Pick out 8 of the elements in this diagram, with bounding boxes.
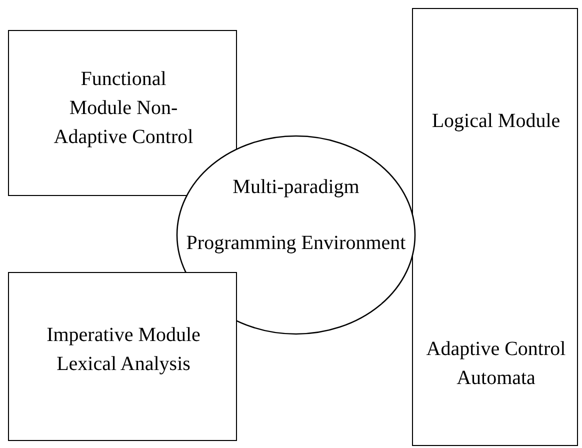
- node-text: Functional Module Non-Adaptive Control: [52, 67, 194, 150]
- module-box: [412, 8, 578, 446]
- node-text: Multi-paradigm: [232, 175, 360, 200]
- node-text: Programming Environment: [186, 231, 406, 256]
- node-text: Logical Module: [430, 109, 562, 134]
- node-text: Imperative Module Lexical Analysis: [46, 323, 202, 377]
- module-box: [8, 272, 237, 441]
- node-text: Adaptive Control Automata: [425, 337, 567, 391]
